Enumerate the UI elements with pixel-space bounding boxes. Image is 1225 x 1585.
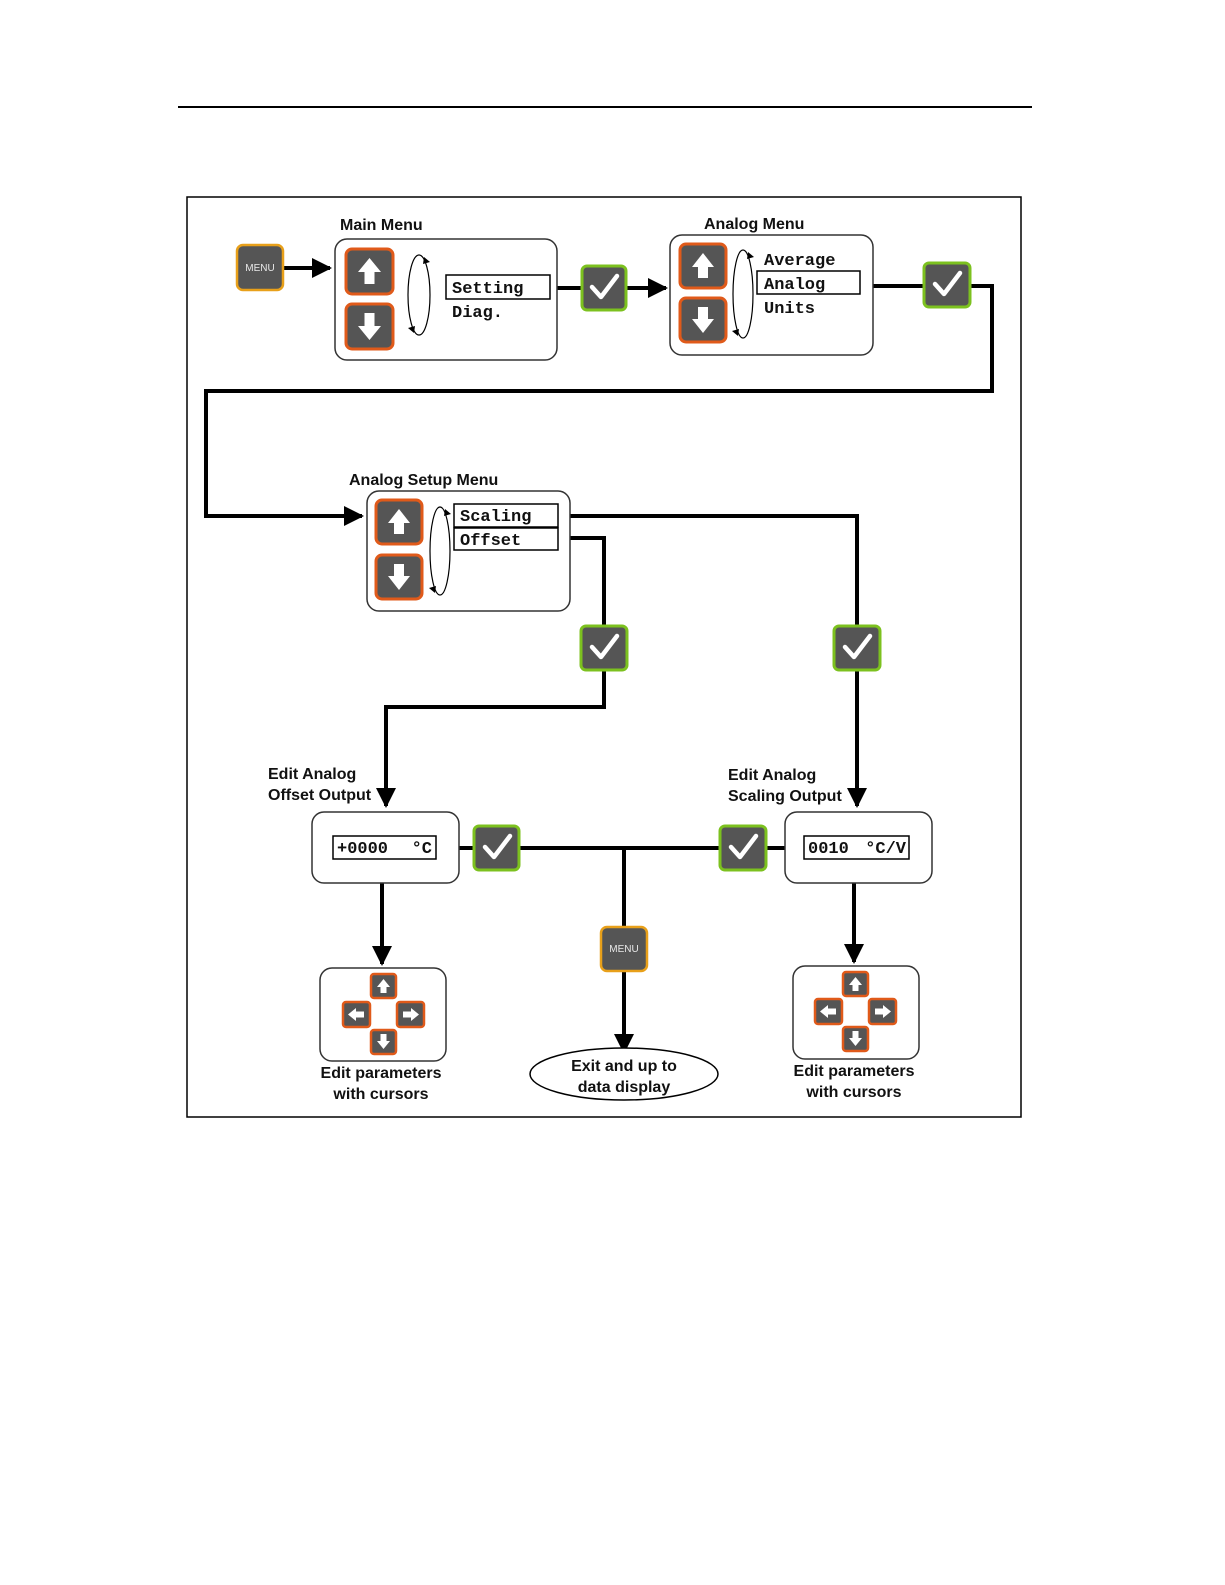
setup-up-button[interactable] xyxy=(376,500,422,544)
cursor-right-right-button[interactable] xyxy=(869,999,896,1024)
enter-button-1[interactable] xyxy=(582,266,626,310)
main-menu-item-diag[interactable]: Diag. xyxy=(452,304,503,323)
cursor-pad-left xyxy=(320,968,446,1061)
main-down-button[interactable] xyxy=(346,304,393,349)
check-icon xyxy=(924,263,970,307)
cursor-right-down-button[interactable] xyxy=(843,1027,868,1051)
check-icon xyxy=(582,266,626,310)
exit-label-line2: data display xyxy=(578,1079,671,1096)
enter-button-offset[interactable] xyxy=(581,626,627,670)
analog-up-button[interactable] xyxy=(680,244,726,288)
enter-button-2[interactable] xyxy=(924,263,970,307)
setup-down-button[interactable] xyxy=(376,555,422,599)
enter-button-offset-output[interactable] xyxy=(474,826,519,870)
cursor-left-right-button[interactable] xyxy=(397,1002,424,1027)
scaling-value[interactable]: 0010 xyxy=(808,840,849,859)
edit-params-right-line1: Edit parameters xyxy=(794,1063,915,1080)
analog-menu-item-average[interactable]: Average xyxy=(764,252,835,271)
edit-params-right-line2: with cursors xyxy=(805,1084,901,1101)
edit-scaling-title-line2: Scaling Output xyxy=(728,788,842,805)
scaling-output-panel: 0010 °C/V xyxy=(785,812,932,883)
scaling-to-enter-line xyxy=(570,516,857,626)
check-icon xyxy=(474,826,519,870)
cursor-left-left-button[interactable] xyxy=(343,1002,370,1027)
edit-offset-title-line1: Edit Analog xyxy=(268,766,356,783)
setup-menu-item-offset[interactable]: Offset xyxy=(460,532,521,551)
menu-button-bottom[interactable]: MENU xyxy=(601,927,647,971)
check-icon xyxy=(834,626,880,670)
analog-down-button[interactable] xyxy=(680,298,726,342)
analog-setup-menu-title: Analog Setup Menu xyxy=(349,472,498,489)
main-menu-title: Main Menu xyxy=(340,217,423,234)
exit-label-line1: Exit and up to xyxy=(571,1058,677,1075)
exit-node: Exit and up to data display xyxy=(530,1048,718,1100)
edit-offset-title-line2: Offset Output xyxy=(268,787,372,804)
main-up-button[interactable] xyxy=(346,249,393,294)
cursor-right-up-button[interactable] xyxy=(843,972,868,996)
scaling-unit: °C/V xyxy=(865,840,907,859)
analog-menu-item-analog[interactable]: Analog xyxy=(764,276,825,295)
cursor-pad-right xyxy=(793,966,919,1059)
offset-output-panel: +0000 °C xyxy=(312,812,459,883)
cursor-left-down-button[interactable] xyxy=(371,1030,396,1054)
edit-params-left-line2: with cursors xyxy=(332,1086,428,1103)
analog-setup-menu-panel: Scaling Offset xyxy=(367,491,570,611)
menu-button-label: MENU xyxy=(245,263,274,274)
analog-menu-item-units[interactable]: Units xyxy=(764,300,815,319)
offset-to-enter-line xyxy=(570,538,604,626)
edit-params-left-line1: Edit parameters xyxy=(321,1065,442,1082)
menu-button-label: MENU xyxy=(609,944,638,955)
analog-to-setup-arrow xyxy=(206,286,992,516)
main-menu-item-setting[interactable]: Setting xyxy=(452,280,523,299)
analog-menu-panel: Average Analog Units xyxy=(670,235,873,355)
main-menu-panel: Setting Diag. xyxy=(335,239,557,360)
check-icon xyxy=(720,826,766,870)
edit-scaling-title-line1: Edit Analog xyxy=(728,767,816,784)
check-icon xyxy=(581,626,627,670)
cursor-right-left-button[interactable] xyxy=(815,999,842,1024)
enter-button-scaling-output[interactable] xyxy=(720,826,766,870)
setup-menu-item-scaling[interactable]: Scaling xyxy=(460,508,531,527)
offset-value[interactable]: +0000 xyxy=(337,840,388,859)
enter-button-scaling[interactable] xyxy=(834,626,880,670)
offset-unit: °C xyxy=(412,840,432,859)
analog-menu-title: Analog Menu xyxy=(704,216,804,233)
menu-button-top[interactable]: MENU xyxy=(237,245,283,290)
cursor-left-up-button[interactable] xyxy=(371,974,396,998)
enter-to-offset-output-arrow xyxy=(386,670,604,806)
